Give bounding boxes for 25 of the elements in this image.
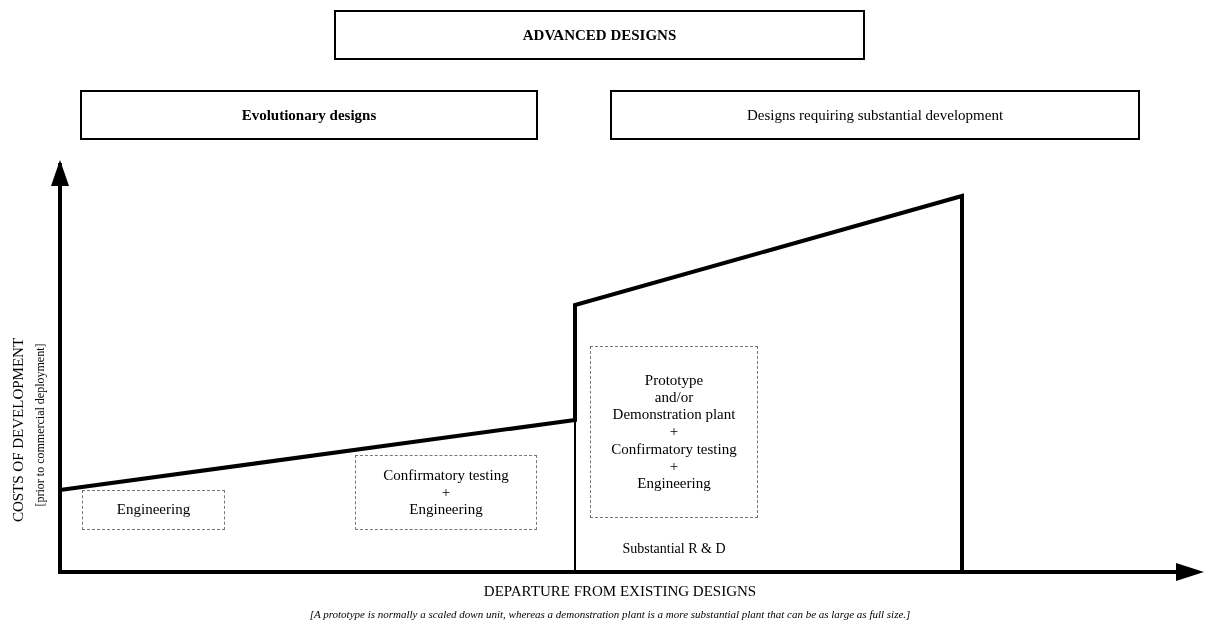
dashed-box <box>82 490 225 530</box>
box-text: Evolutionary designs <box>241 105 377 125</box>
box-text: Engineering <box>409 501 483 519</box>
region-label: Substantial R & D <box>622 540 726 558</box>
plus-sign: + <box>441 483 451 502</box>
box-text: ADVANCED DESIGNS <box>522 25 677 45</box>
box-text: Engineering <box>637 475 711 493</box>
axis-subtitle: [prior to commercial deployment] <box>32 343 48 507</box>
box-text: and/or <box>654 388 694 407</box>
header-box <box>80 90 538 140</box>
plus-sign: + <box>669 423 679 441</box>
axis-title: COSTS OF DEVELOPMENT <box>8 337 27 523</box>
dashed-box <box>355 455 537 530</box>
box-text: Designs requiring substantial development <box>746 105 1004 125</box>
axis-title: DEPARTURE FROM EXISTING DESIGNS <box>483 582 757 601</box>
dashed-box <box>590 346 758 518</box>
plus-sign: + <box>669 457 679 476</box>
header-box <box>610 90 1140 140</box>
box-text: Confirmatory testing <box>383 466 509 484</box>
box-text: Engineering <box>116 501 191 519</box>
header-box <box>334 10 865 60</box>
box-text: Demonstration plant <box>612 406 736 424</box>
footnote: [A prototype is normally a scaled down unit, whereas a demonstration plant is a more substantial plant that can be as large as full size.] <box>309 607 911 622</box>
box-text: Prototype <box>644 371 704 389</box>
box-text: Confirmatory testing <box>611 440 737 458</box>
